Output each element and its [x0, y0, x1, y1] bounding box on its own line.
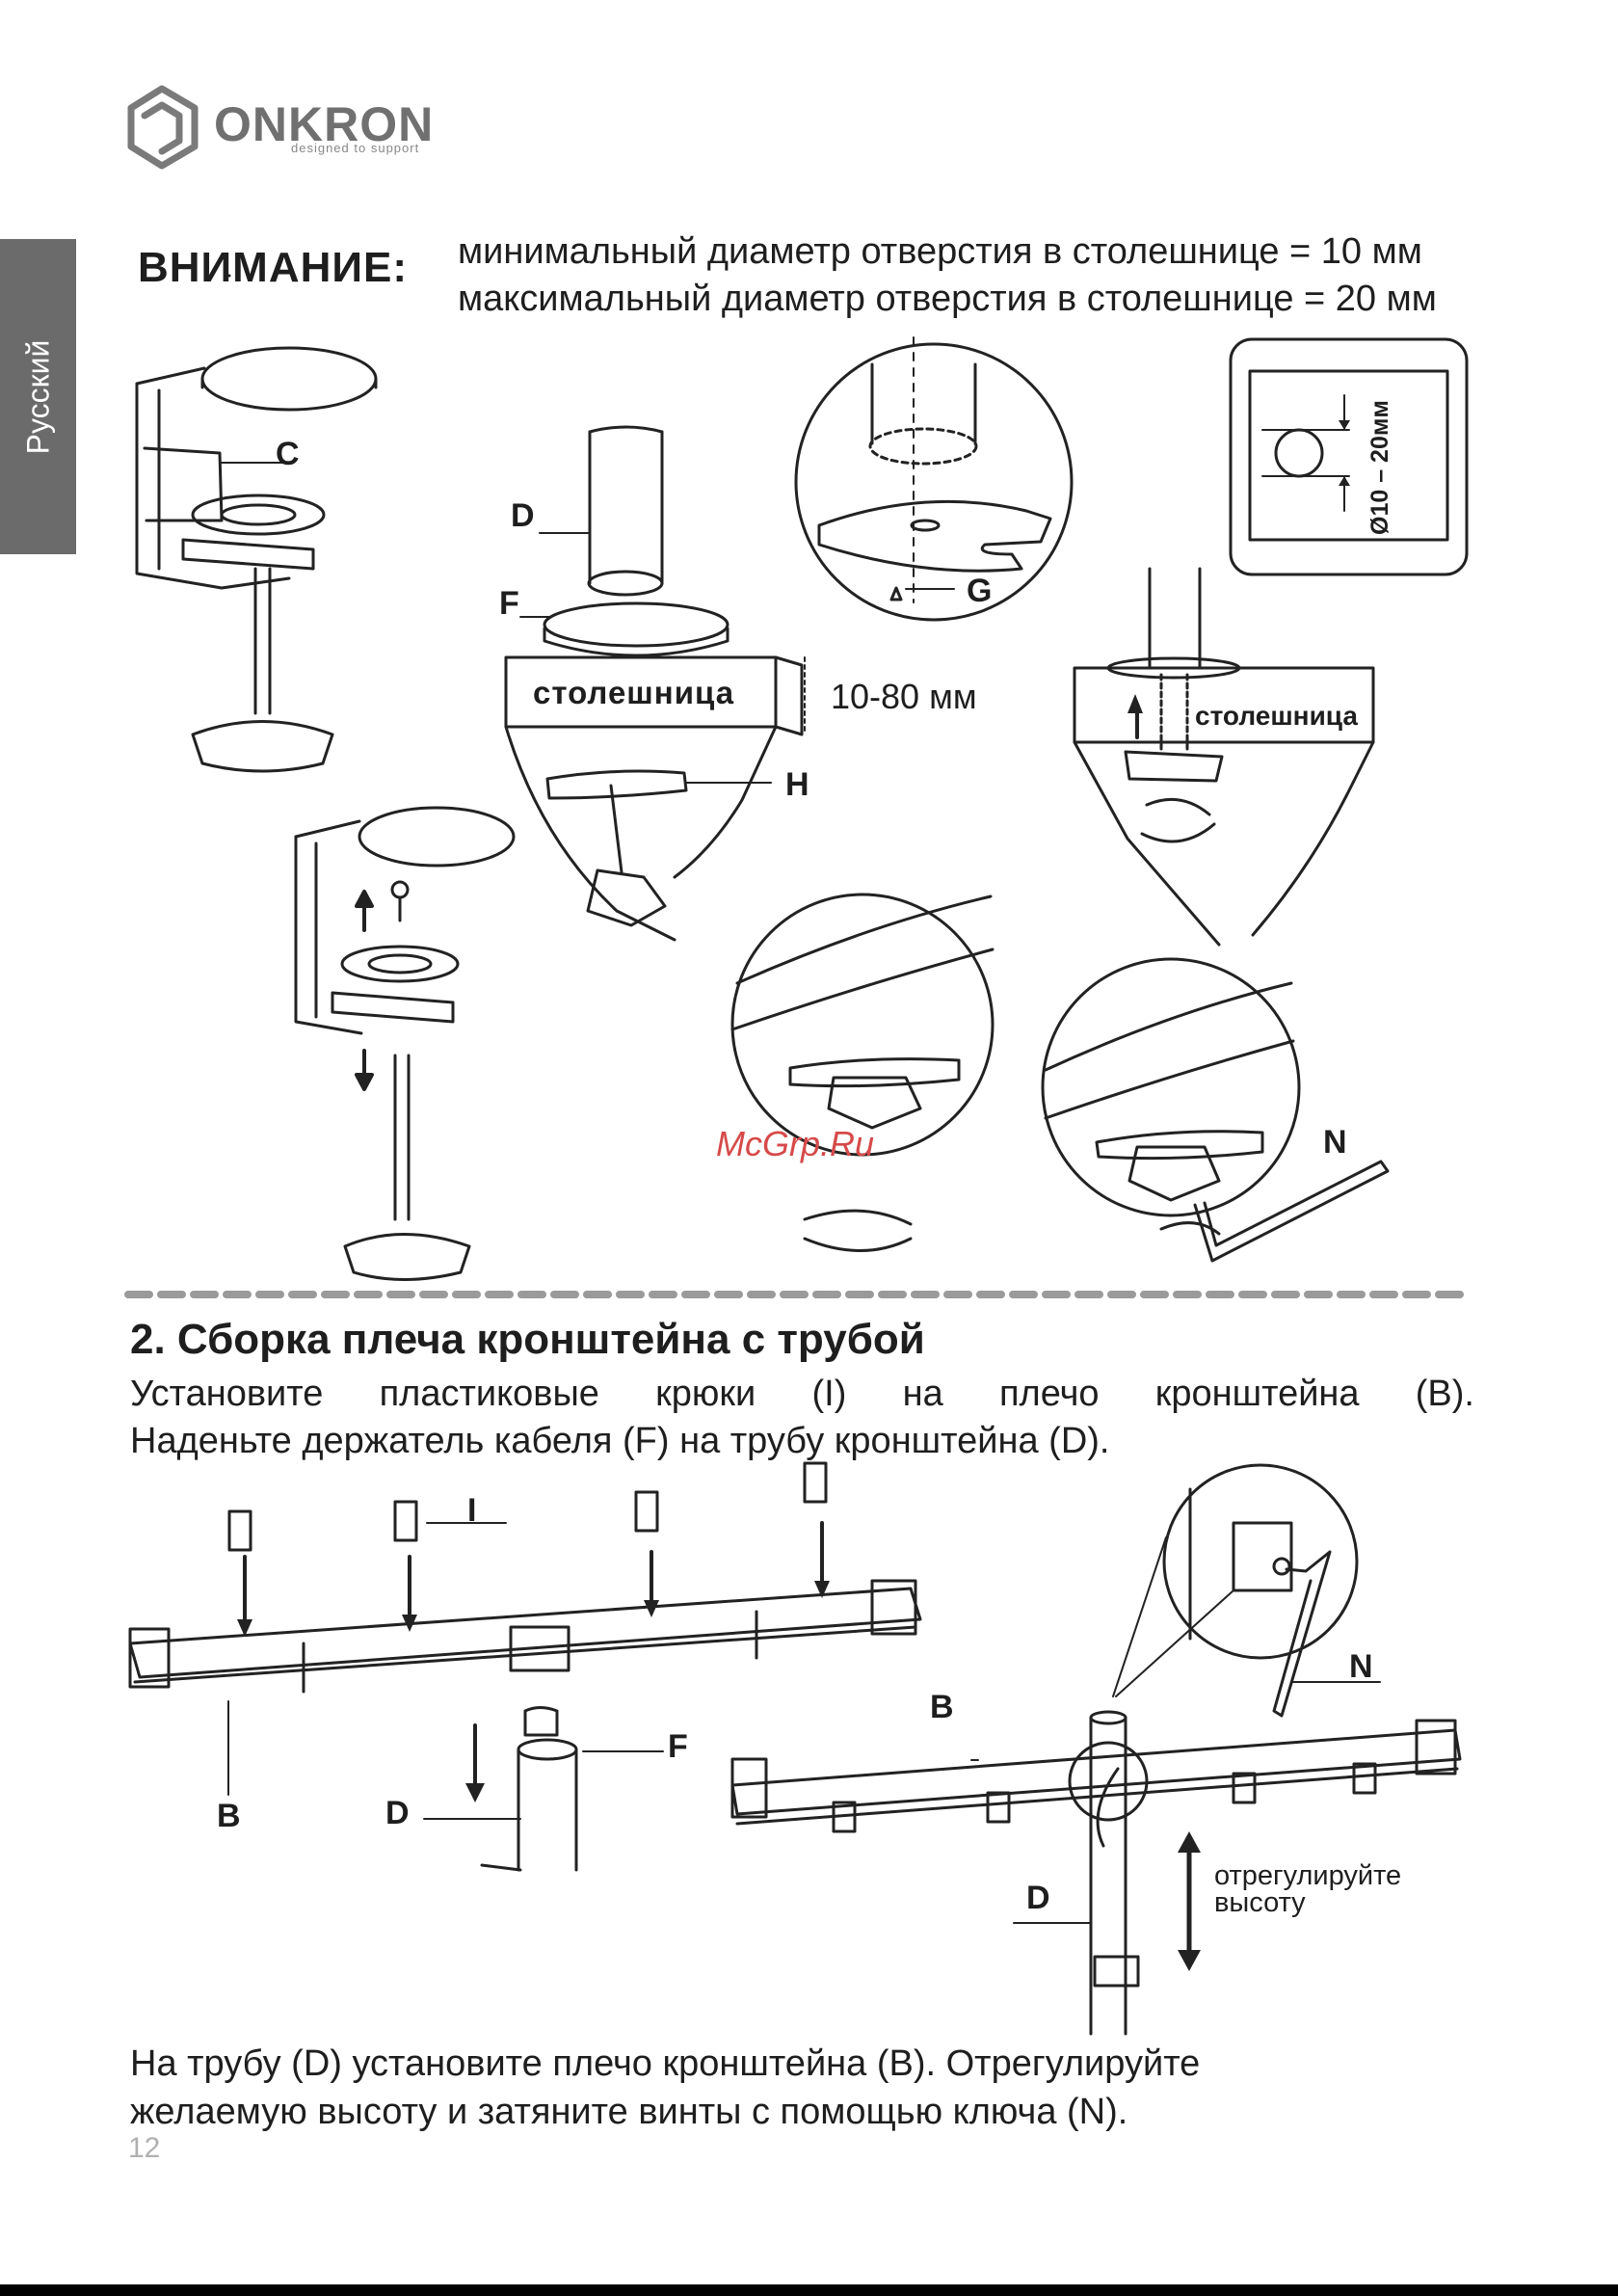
arm-on-tube-illustration	[730, 1710, 1462, 2036]
language-tab: Русский	[0, 239, 76, 554]
brand-name: ONKRON	[214, 97, 435, 151]
label-thickness: 10-80 мм	[831, 677, 977, 716]
page-number: 12	[128, 2132, 161, 2164]
label-c: C	[276, 436, 300, 472]
label-d-right: D	[1026, 1880, 1050, 1916]
tabletop-block	[504, 655, 806, 942]
label-b-left: B	[217, 1798, 241, 1834]
language-tab-label: Русский	[20, 339, 55, 454]
bottom-rule	[0, 2284, 1618, 2296]
brand-logo-icon	[127, 85, 199, 170]
screw-zoom-circle	[1162, 1463, 1359, 1718]
label-d-left: D	[385, 1795, 410, 1831]
watermark-text: McGrp.Ru	[716, 1124, 875, 1163]
section-2-intro-line-2: Наденьте держатель кабеля (F) на трубу к…	[130, 1421, 1110, 1461]
label-f-cable-holder: F	[668, 1728, 688, 1765]
zoom-circle-illustration	[794, 342, 1074, 622]
tube-plate-illustration	[543, 425, 729, 657]
knob-tighten-circle	[730, 893, 995, 1252]
wrench-tighten-circle	[1041, 957, 1390, 1263]
label-b-right: B	[930, 1689, 954, 1725]
label-n-wrench: N	[1323, 1124, 1347, 1161]
section-2-outro-line-2: желаемую высоту и затяните винты с помощ…	[130, 2092, 1128, 2132]
clamp-exploded-illustration	[294, 806, 516, 1281]
label-tabletop: столешница	[533, 675, 735, 710]
label-g: G	[967, 573, 993, 609]
label-n-key: N	[1349, 1648, 1373, 1685]
label-tabletop-right: столешница	[1195, 701, 1358, 731]
adjust-height-line-1: отрегулируйте	[1214, 1860, 1402, 1891]
section-2-intro-line-1: Установите пластиковые крюки (I) на плеч…	[130, 1374, 1474, 1414]
label-d: D	[511, 497, 535, 534]
section-2-title: 2. Сборка плеча кронштейна с трубой	[130, 1316, 925, 1363]
warning-title: ВНИМАНИЕ:	[138, 244, 409, 291]
knob-illustration	[545, 769, 688, 927]
hole-diameter-diagram	[1229, 337, 1469, 576]
desk-clamp-illustration	[135, 274, 378, 773]
adjust-height-line-2: высоту	[1214, 1887, 1306, 1918]
brand-tagline: designed to support	[291, 141, 420, 155]
warning-line-min: минимальный диаметр отверстия в столешни…	[458, 231, 1422, 272]
label-hole-diameter: Ø10 – 20мм	[1366, 400, 1393, 535]
section-2-outro-line-1: На трубу (D) установите плечо кронштейна…	[130, 2043, 1201, 2084]
tabletop-install-illustration	[1073, 567, 1375, 947]
label-f: F	[499, 585, 519, 622]
label-i: I	[467, 1492, 477, 1529]
label-h: H	[785, 766, 809, 803]
warning-line-max: максимальный диаметр отверстия в столешн…	[458, 279, 1437, 319]
